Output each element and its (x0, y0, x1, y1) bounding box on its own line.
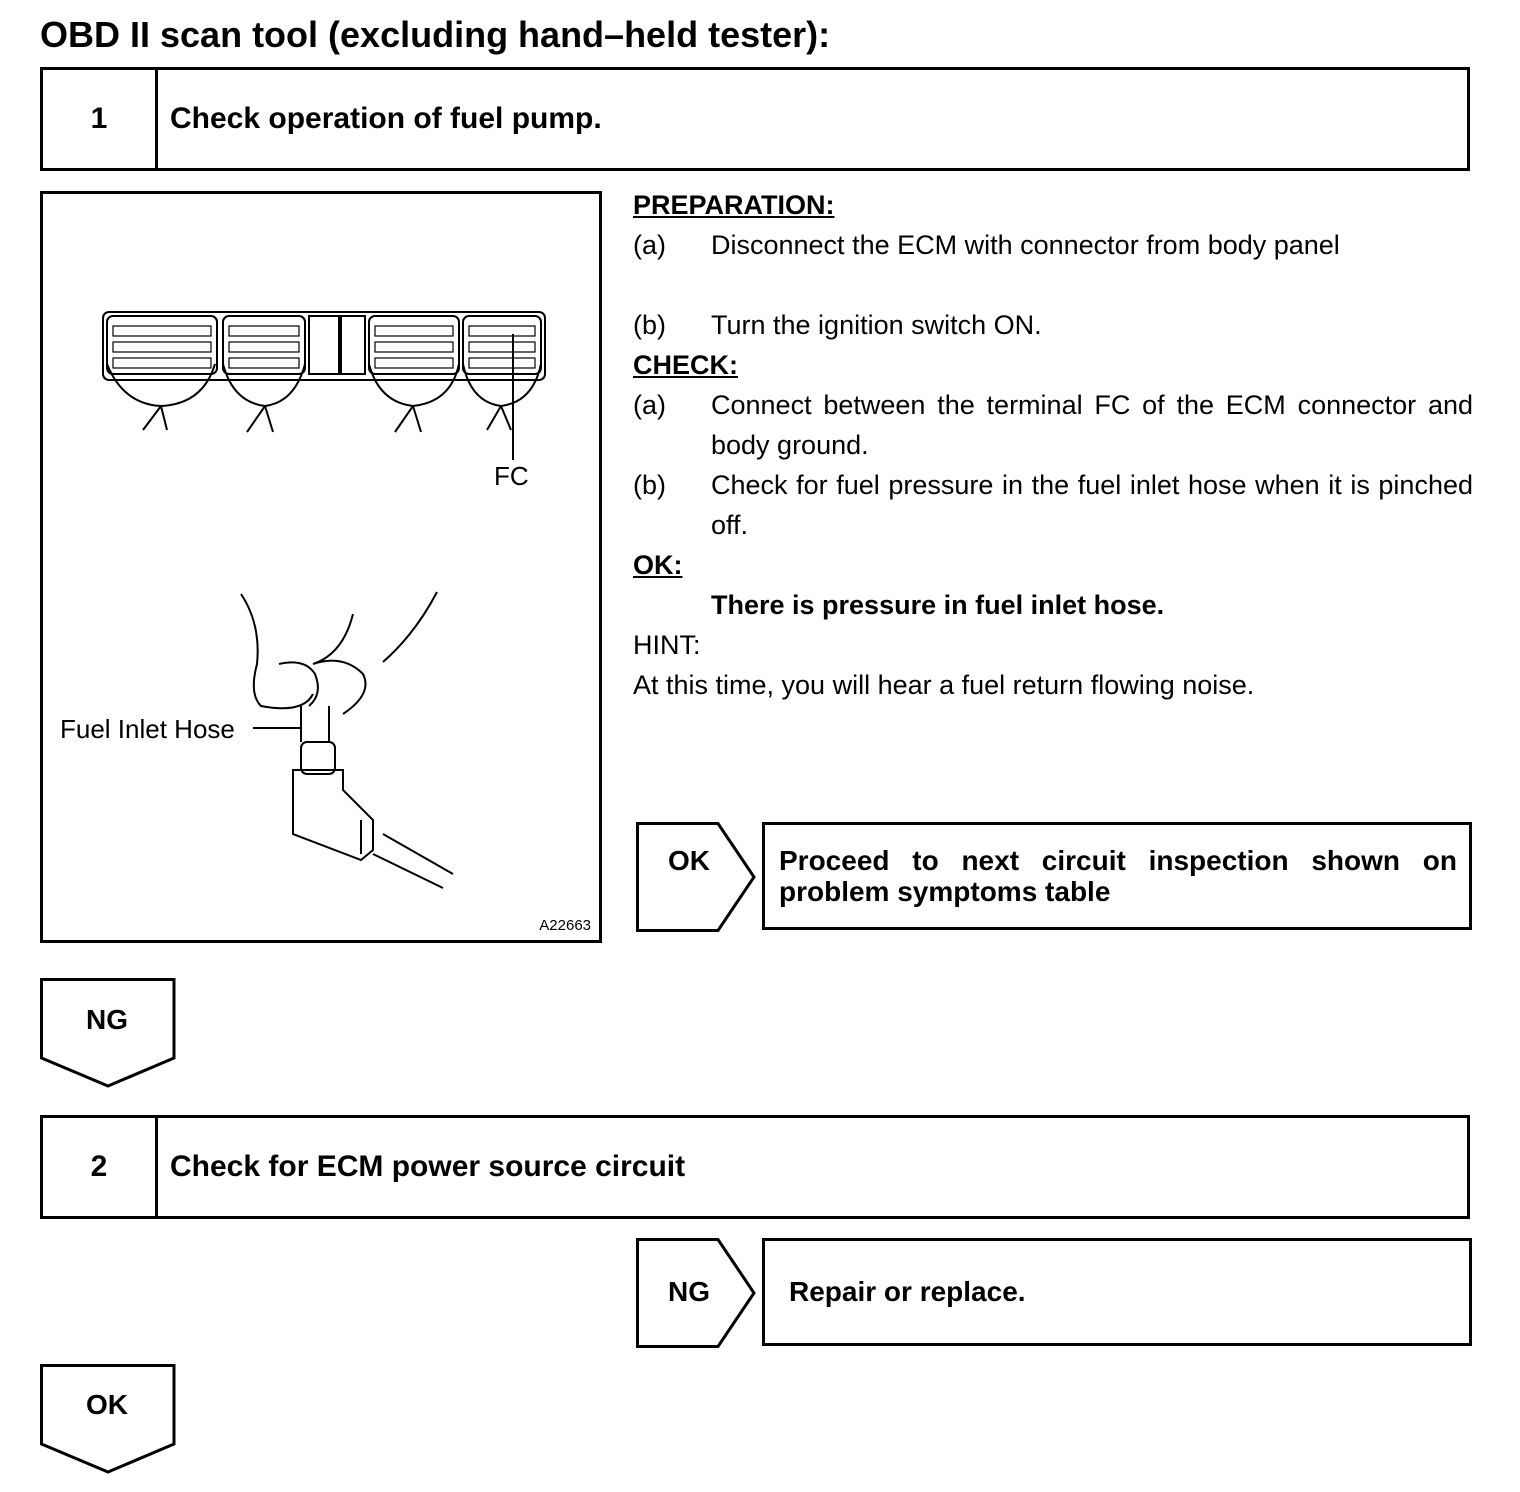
ok-down-arrow-label: OK (86, 1389, 128, 1420)
page-title: OBD II scan tool (excluding hand–held te… (40, 14, 831, 55)
step-2-text: Check for ECM power source circuit (170, 1150, 686, 1183)
preparation-item-a: (a) Disconnect the ECM with connector fr… (633, 230, 1340, 260)
ng-result-arrow-label: NG (668, 1276, 710, 1307)
check-item-b: (b) Check for fuel pressure in the fuel … (633, 470, 1473, 540)
ok-arrow-down (40, 1364, 176, 1474)
preparation-item-b: (b) Turn the ignition switch ON. (633, 310, 1042, 340)
ok-arrow-label: OK (668, 845, 710, 876)
ecm-connector-illustration (102, 311, 546, 889)
ng-arrow-right (636, 1238, 756, 1348)
figure-code: A22663 (539, 917, 591, 934)
check-item-a: (a) Connect between the terminal FC of t… (633, 390, 1473, 460)
step-2-box: 2 Check for ECM power source circuit (40, 1115, 1470, 1219)
step-1-number: 1 (43, 70, 158, 168)
instructions-text: PREPARATION: (a) Disconnect the ECM with… (633, 185, 1473, 705)
illustration-figure: FC Fuel Inlet Hose A22663 (40, 191, 602, 943)
check-heading: CHECK: (633, 350, 738, 380)
ok-arrow-right (636, 822, 756, 932)
step-1-box: 1 Check operation of fuel pump. (40, 67, 1470, 171)
fuel-inlet-hose-label: Fuel Inlet Hose (60, 714, 235, 744)
result-1-text: Proceed to next circuit inspection shown… (779, 845, 1457, 907)
hint-text: At this time, you will hear a fuel retur… (633, 670, 1255, 700)
fc-terminal-label: FC (494, 461, 529, 491)
step-1-text: Check operation of fuel pump. (170, 102, 602, 135)
result-1-box: Proceed to next circuit inspection shown… (762, 822, 1472, 930)
result-2-box: Repair or replace. (762, 1238, 1472, 1346)
preparation-heading: PREPARATION: (633, 190, 835, 220)
ng-arrow-down (40, 978, 176, 1088)
result-2-text: Repair or replace. (789, 1276, 1026, 1307)
ng-arrow-label: NG (86, 1004, 128, 1035)
ok-result-text: There is pressure in fuel inlet hose. (711, 590, 1165, 620)
ok-heading: OK: (633, 550, 683, 580)
hint-heading: HINT: (633, 630, 701, 660)
step-2-number: 2 (43, 1118, 158, 1216)
